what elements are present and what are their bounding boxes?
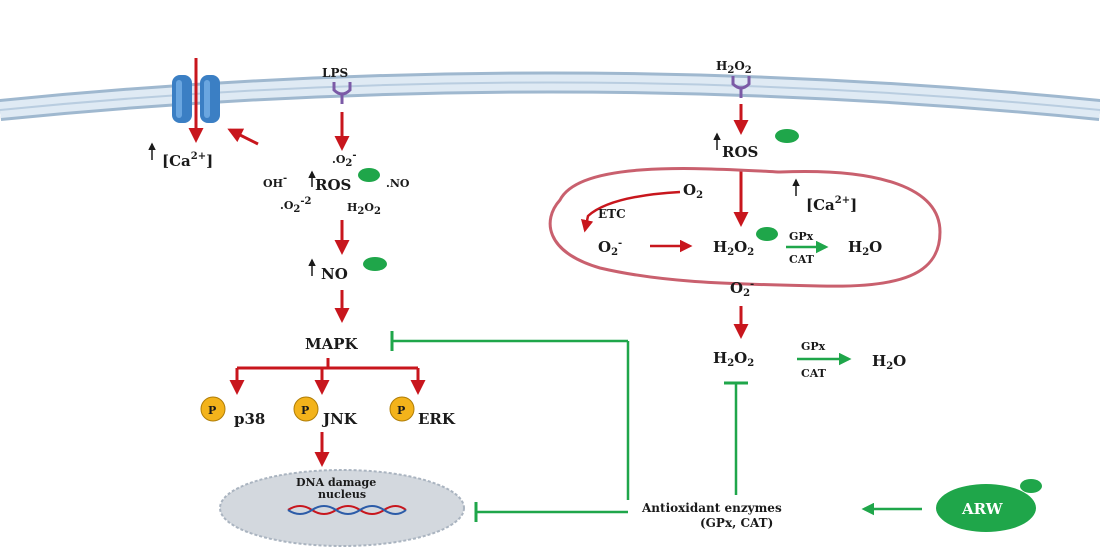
jnk-label: JNK	[321, 410, 358, 428]
kinase-erk: P ERK	[389, 396, 456, 428]
o2-2-label: .O2-2	[280, 196, 312, 215]
p38-label: p38	[234, 410, 265, 428]
no-label: NO	[321, 265, 348, 283]
calcium-channel-icon	[172, 75, 220, 123]
o2-minus-label: O2-	[598, 238, 622, 258]
arw-label: ARW	[961, 500, 1004, 518]
h2o2-receptor-icon	[731, 76, 751, 90]
h2o2-top-label: H2O2	[716, 59, 752, 76]
phospho-icon: P	[301, 404, 309, 417]
arw-marker-h2o2-mito	[756, 227, 778, 241]
mapk-label: MAPK	[305, 335, 359, 353]
arw-marker-ros-left	[358, 168, 380, 182]
h2o-cyto-label: H2O	[872, 352, 906, 372]
lps-to-channel-arrow	[227, 128, 259, 146]
phospho-icon: P	[208, 404, 216, 417]
phospho-icon: P	[397, 404, 405, 417]
cat-cyto-label: CAT	[801, 367, 827, 380]
nucleus: DNA damage nucleus	[219, 469, 465, 547]
arw-marker-no	[363, 257, 387, 271]
gpx-cyto-label: GPx	[801, 340, 826, 353]
kinase-jnk: P JNK	[293, 396, 358, 428]
etc-label: ETC	[598, 207, 626, 221]
h2o2-mito-label: H2O2	[713, 238, 754, 258]
antioxidant-label-2: (GPx, CAT)	[700, 516, 773, 530]
h2o-mito-label: H2O	[848, 238, 882, 258]
kinase-p38: P p38	[200, 396, 265, 428]
gpx-mito-label: GPx	[789, 230, 814, 243]
inhibition-to-nucleus	[474, 502, 628, 522]
antioxidant-label-1: Antioxidant enzymes	[641, 501, 782, 515]
o2-radical-label: .O2-	[332, 150, 357, 169]
h2o2-left-label: H2O2	[347, 201, 381, 217]
mapk-branches	[229, 358, 426, 395]
ros-right-label: ROS	[722, 143, 758, 161]
o2-mito-label: O2	[683, 181, 703, 201]
oh-label: OH-	[263, 173, 287, 190]
calcium-label-left: [Ca2+]	[162, 151, 213, 170]
lps-receptor-icon	[332, 82, 352, 96]
cell-membrane	[0, 71, 1100, 121]
calcium-label-right: [Ca2+]	[806, 195, 857, 214]
nucleus-label-1: DNA damage	[296, 476, 376, 489]
h2o2-cyto-label: H2O2	[713, 349, 754, 369]
etc-arrow	[580, 190, 681, 233]
cat-mito-label: CAT	[789, 253, 815, 266]
o2-minus-out-label: O2-	[730, 279, 754, 299]
arw-marker	[1020, 479, 1042, 493]
arw-marker-ros-right	[775, 129, 799, 143]
no-radical-label: .NO	[386, 177, 410, 190]
arw-badge	[936, 484, 1036, 532]
erk-label: ERK	[418, 410, 456, 428]
nucleus-label-2: nucleus	[318, 488, 366, 501]
lps-label: LPS	[322, 66, 348, 80]
inhibition-to-h2o2	[724, 381, 748, 495]
inhibition-to-mapk	[390, 331, 630, 500]
mitochondrion	[548, 167, 942, 288]
ros-left-label: ROS	[315, 176, 351, 194]
